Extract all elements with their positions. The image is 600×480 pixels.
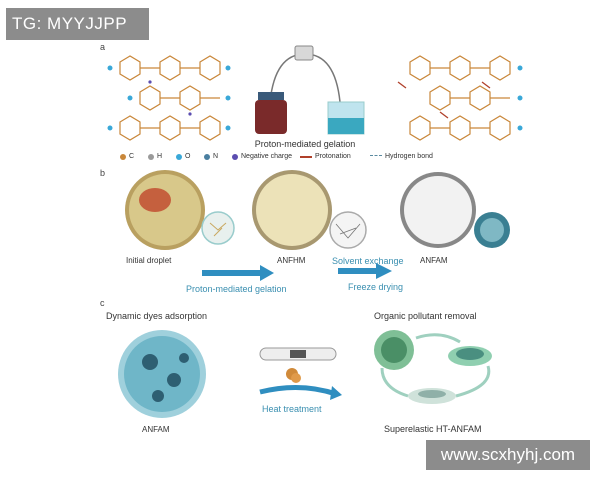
panel-c-letter: c [100,298,105,308]
anfam-sponge-image [118,330,206,418]
panel-b-letter: b [100,168,106,178]
legend-item: Negative charge [232,153,292,160]
legend-item: O [176,153,190,160]
arrow-freeze [338,263,392,279]
heat-tube-image [259,347,342,400]
legend-swatch [148,153,154,160]
legend-label: Negative charge [241,153,292,160]
legend-item: Protonation [300,153,351,160]
pollutant-cycle-image [374,330,492,404]
solvent-exchange-label: Solvent exchange [332,256,404,266]
panel-a-letter: a [100,42,106,52]
legend-label: C [129,153,135,160]
legend-label: Hydrogen bond [385,153,433,160]
legend-swatch [176,153,182,160]
gelation-caption: Proton-mediated gelation [254,139,356,149]
heat-treatment-label: Heat treatment [262,404,322,414]
legend-swatch [370,155,382,158]
legend-item: N [204,153,218,160]
watermark-bottom: www.scxhyhj.com [426,440,590,470]
anfhm-label: ANFHM [277,256,306,265]
legend-label: N [213,153,219,160]
pollutant-removal-title: Organic pollutant removal [374,311,477,321]
legend-label: Protonation [315,153,351,160]
anfam-label-b: ANFAM [420,256,448,265]
initial-droplet-image [125,170,235,250]
superelastic-label: Superelastic HT-ANFAM [384,424,482,434]
legend-item: C [120,153,134,160]
legend-label: H [157,153,163,160]
initial-droplet-label: Initial droplet [126,256,172,265]
process-arrows [202,263,392,281]
panel-b-images [125,170,510,250]
atom-legend: C H O N Negative charge Protonation Hydrogen b… [120,153,500,165]
dyes-adsorption-title: Dynamic dyes adsorption [106,311,208,321]
legend-item: H [148,153,162,160]
legend-swatch [204,153,210,160]
left-lattice [119,55,221,141]
watermark-top: TG: MYYJJPP [6,8,149,40]
legend-swatch [120,153,126,160]
right-lattice [409,55,511,141]
arrow-gelation [202,265,274,281]
anfhm-image [252,170,367,250]
legend-label: O [185,153,191,160]
panel-c-images [118,330,492,418]
gelation-arrow-label: Proton-mediated gelation [186,284,287,294]
freeze-drying-label: Freeze drying [348,282,404,292]
legend-swatch [300,155,312,158]
apparatus [255,45,365,135]
anfam-label-c: ANFAM [142,425,170,434]
anfam-image [400,172,510,248]
legend-swatch [232,153,238,160]
molecular-chain-left [107,45,523,141]
legend-item: Hydrogen bond [370,153,433,160]
